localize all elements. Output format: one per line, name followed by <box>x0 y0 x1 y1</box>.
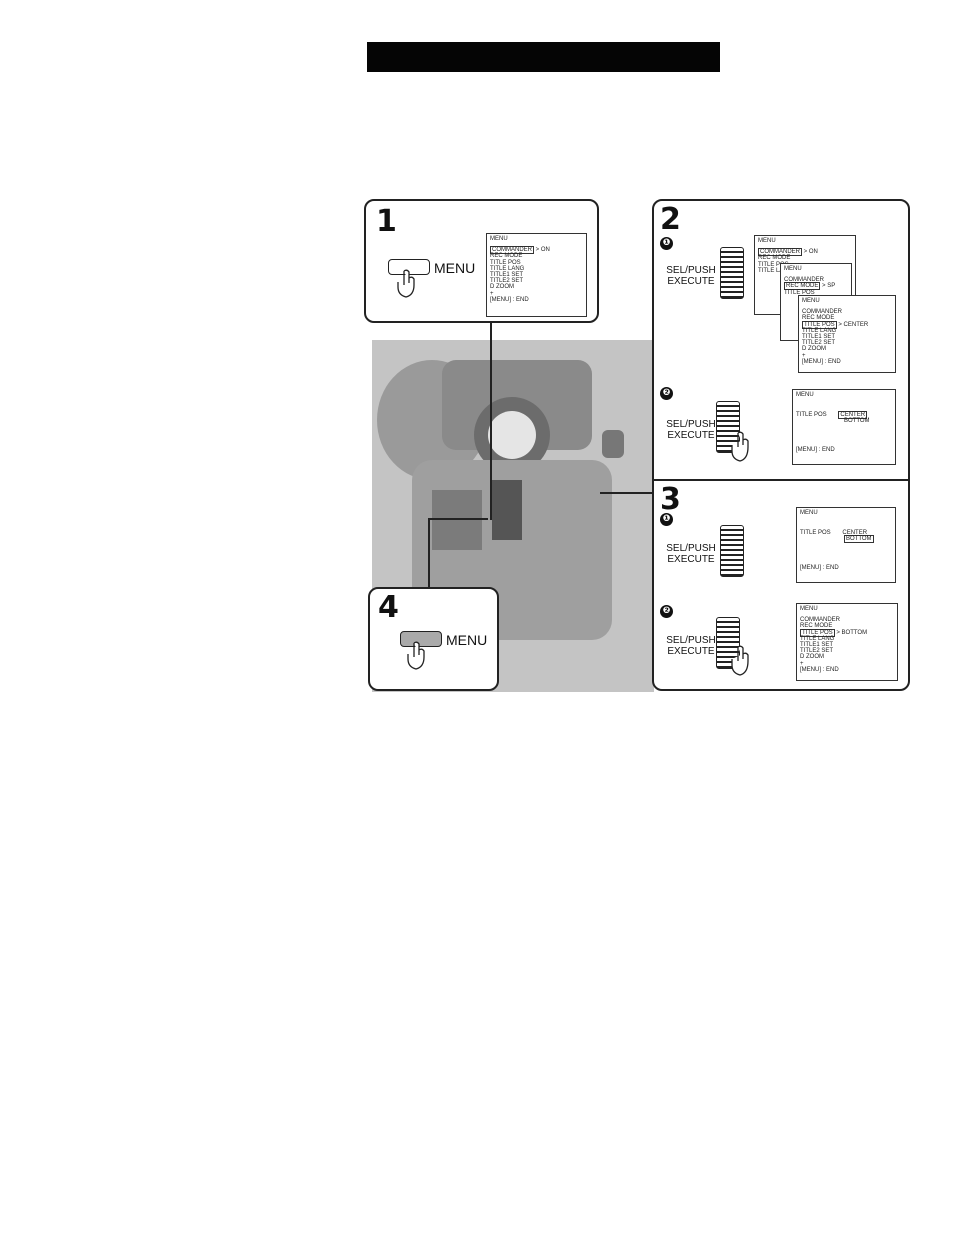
pressing-hand-icon <box>731 645 749 676</box>
screen-item: D ZOOM <box>802 346 826 353</box>
screen-title: MENU <box>490 236 508 242</box>
screen-item: REC MODE <box>784 282 821 291</box>
step3-substep1: ❶ <box>660 513 673 526</box>
screen-item: COMMANDER <box>758 248 802 257</box>
screen-option: BOTTOM <box>844 535 874 544</box>
step3-substep2: ❷ <box>660 605 673 618</box>
sel-push-dial[interactable] <box>720 525 744 577</box>
screen-item: TITLE POS <box>490 259 521 266</box>
screen-option: CENTER <box>842 530 868 537</box>
screen-row-label: TITLE POS <box>796 412 827 419</box>
screen-value: ON <box>808 249 818 256</box>
screen-value: SP <box>827 283 836 290</box>
screen-item: + <box>800 660 804 667</box>
screen-item: TITLE2 SET <box>490 278 524 285</box>
sel-push-execute-label: SEL/PUSH EXECUTE <box>666 635 716 657</box>
screen-option: BOTTOM <box>844 418 870 425</box>
screen-value: BOTTOM <box>841 629 868 636</box>
menu-label: MENU <box>446 632 488 648</box>
screen-item: [MENU] : END <box>800 666 839 673</box>
step3-number: 3 <box>660 482 681 517</box>
step4-panel: 4 MENU <box>368 587 499 691</box>
step2-substep1: ❶ <box>660 237 673 250</box>
pressing-hand-icon <box>731 431 749 462</box>
screen-title: MENU <box>802 298 820 304</box>
step1-menu-screen: MENU COMMANDER > ON REC MODE TITLE POS T… <box>486 233 587 317</box>
menu-label: MENU <box>434 260 476 276</box>
screen-item: D ZOOM <box>800 654 824 661</box>
sel-push-dial[interactable] <box>720 247 744 299</box>
screen-item: TITLE1 SET <box>490 272 524 279</box>
screen-title: MENU <box>784 266 802 272</box>
screen-item: TITLE LANG <box>758 267 793 274</box>
screen-item: TITLE POS <box>758 261 789 268</box>
screen-footer: [MENU] : END <box>800 564 839 571</box>
screen-item: TITLE2 SET <box>800 648 834 655</box>
header-bar <box>367 42 720 72</box>
pressing-hand-icon <box>407 641 425 670</box>
screen-item: COMMANDER <box>800 617 840 624</box>
screen-option: CENTER <box>838 411 868 420</box>
screen-item: COMMANDER <box>490 246 534 255</box>
screen-item: D ZOOM <box>490 284 514 291</box>
step1-number: 1 <box>376 204 397 239</box>
step2-screen-d: MENU TITLE POS CENTER BOTTOM [MENU] : EN… <box>792 389 896 465</box>
screen-title: MENU <box>800 510 818 516</box>
screen-item: REC MODE <box>490 253 523 260</box>
screen-item: TITLE LANG <box>490 265 525 272</box>
screen-item: COMMANDER <box>802 309 842 316</box>
step3-screen-a: MENU TITLE POS CENTER BOTTOM [MENU] : EN… <box>796 507 896 583</box>
screen-item: + <box>802 352 806 359</box>
screen-item: TITLE1 SET <box>800 642 834 649</box>
screen-row-label: TITLE POS <box>800 530 831 537</box>
sel-push-execute-label: SEL/PUSH EXECUTE <box>666 543 716 565</box>
screen-item: TITLE POS <box>800 628 835 637</box>
connector-line <box>490 320 492 520</box>
screen-title: MENU <box>758 238 776 244</box>
step2-3-panel: 2 ❶ SEL/PUSH EXECUTE MENU COMMANDER > ON… <box>652 199 910 691</box>
screen-item: TITLE POS <box>784 289 815 296</box>
screen-item: TITLE1 SET <box>802 334 836 341</box>
screen-item: TITLE2 SET <box>802 340 836 347</box>
pressing-hand-icon <box>397 269 415 298</box>
screen-item: REC MODE <box>802 315 835 322</box>
screen-footer: [MENU] : END <box>796 446 835 453</box>
menu-button[interactable] <box>400 631 442 647</box>
screen-item: [MENU] : END <box>490 296 529 303</box>
step1-panel: 1 MENU MENU COMMANDER > ON REC MODE TITL… <box>364 199 599 323</box>
screen-value: CENTER <box>843 321 869 328</box>
screen-item: TITLE LANG <box>800 635 835 642</box>
connector-line <box>600 492 653 494</box>
screen-item: TITLE POS <box>802 320 837 329</box>
step2-number: 2 <box>660 202 681 237</box>
sel-push-execute-label: SEL/PUSH EXECUTE <box>666 265 716 287</box>
step3-screen-b: MENU COMMANDER REC MODE TITLE POS > BOTT… <box>796 603 898 681</box>
screen-title: MENU <box>800 606 818 612</box>
connector-line <box>428 518 430 588</box>
screen-title: MENU <box>796 392 814 398</box>
panel-divider <box>654 479 908 481</box>
screen-item: [MENU] : END <box>802 358 841 365</box>
screen-item: REC MODE <box>800 623 833 630</box>
screen-item: TITLE LANG <box>802 327 837 334</box>
screen-value: ON <box>540 247 550 254</box>
sel-push-execute-label: SEL/PUSH EXECUTE <box>666 419 716 441</box>
screen-item: + <box>490 290 494 297</box>
connector-line <box>428 518 488 520</box>
screen-item: COMMANDER <box>784 277 824 284</box>
step2-screen-c: MENU COMMANDER REC MODE TITLE POS > CENT… <box>798 295 896 373</box>
step2-substep2: ❷ <box>660 387 673 400</box>
step4-number: 4 <box>378 590 399 625</box>
screen-item: REC MODE <box>758 255 791 262</box>
